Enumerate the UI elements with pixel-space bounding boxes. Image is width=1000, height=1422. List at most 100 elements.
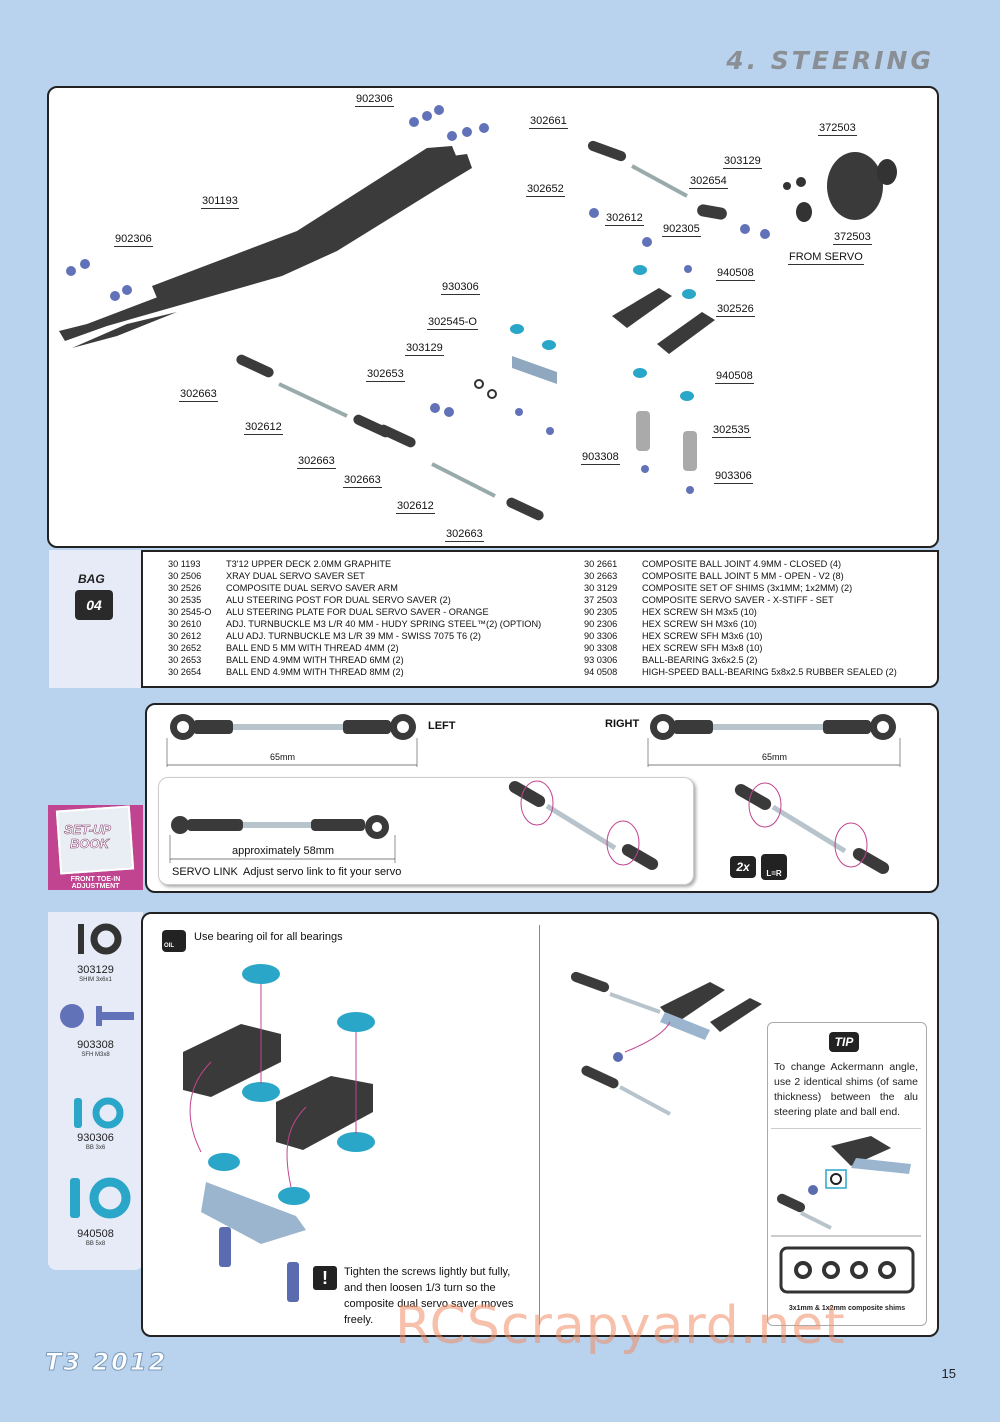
page-number: 15 <box>941 1366 956 1381</box>
steering-assembly-drawing <box>570 971 762 1116</box>
part-label: 303129 <box>405 342 444 356</box>
part-label: 302654 <box>689 175 728 189</box>
upper-deck-graphic <box>59 146 472 348</box>
part-label: 902306 <box>114 233 153 247</box>
part-label: 302612 <box>244 421 283 435</box>
parts-list-panel <box>141 550 939 688</box>
shim-icon <box>78 923 122 955</box>
part-label: 302545-O <box>427 316 478 330</box>
top-linkage-graphic <box>587 140 897 247</box>
footer-logo: T3 2012 <box>44 1348 168 1377</box>
part-label: 302526 <box>716 303 755 317</box>
servo-link-title: SERVO LINK <box>172 866 238 878</box>
part-label: 302663 <box>445 528 484 542</box>
sidebar-desc: SHIM 3x6x1 <box>79 977 112 983</box>
part-label: 302653 <box>366 368 405 382</box>
part-label: 302535 <box>712 424 751 438</box>
oil-badge-text: OIL <box>164 943 174 949</box>
part-label: 302612 <box>396 500 435 514</box>
warning-icon: ! <box>313 1266 337 1290</box>
servo-link-subpanel <box>158 777 694 885</box>
linkage-drawing <box>166 714 901 874</box>
exploded-view-drawing <box>59 105 897 521</box>
servo-arm-left <box>183 1024 281 1097</box>
lower-linkage-graphic <box>236 354 544 521</box>
sidebar-desc: BB 5x8 <box>85 1241 106 1247</box>
lr-badge: L=R <box>761 854 787 880</box>
servo-link-note: Adjust servo link to fit your servo <box>243 866 402 878</box>
setup-book-caption: FRONT TOE-IN ADJUSTMENT <box>70 876 121 890</box>
steering-plate-graphic <box>430 324 557 435</box>
part-label: 302652 <box>526 183 565 197</box>
servo-saver-assembly-drawing <box>183 964 375 1302</box>
steering-plate <box>201 1182 306 1244</box>
setup-book-line2: BOOK <box>70 836 110 852</box>
part-label: 930306 <box>441 281 480 295</box>
tip-text: To change Ackermann angle, use 2 identic… <box>774 1061 918 1118</box>
sidebar-code: 930306 <box>77 1132 114 1144</box>
part-label: 302663 <box>297 455 336 469</box>
warning-text: Tighten the screws lightly but fully, an… <box>344 1266 514 1326</box>
servo-arm-right <box>276 1076 373 1150</box>
bearing-small-icon <box>74 1097 124 1129</box>
watermark: RCScrapyard.net <box>395 1296 846 1356</box>
right-link-label: RIGHT <box>605 718 640 730</box>
part-label: 372503 <box>833 231 872 245</box>
part-label: 903306 <box>714 470 753 484</box>
right-link-length: 65mm <box>762 752 788 762</box>
part-label: 940508 <box>716 267 755 281</box>
panel-divider <box>539 925 540 1325</box>
left-turnbuckle-graphic <box>166 714 418 767</box>
toe-adjust-graphic-1 <box>508 780 659 870</box>
servo-link-length: approximately 58mm <box>232 845 335 857</box>
sidebar-drawing <box>60 923 134 1219</box>
oil-icon <box>162 930 186 952</box>
shims-caption: 3x1mm & 1x2mm composite shims <box>788 1305 906 1312</box>
bearing-large-icon <box>70 1177 131 1219</box>
exploded-view-panel <box>47 86 939 548</box>
part-label: 301193 <box>201 195 239 209</box>
part-label: 303129 <box>723 155 762 169</box>
tip-box <box>767 1022 927 1326</box>
part-label: FROM SERVO <box>788 251 864 265</box>
bag-number: 04 <box>75 590 113 620</box>
right-turnbuckle-graphic <box>647 714 901 767</box>
sidebar-desc: SFH M3x8 <box>81 1052 110 1058</box>
sidebar-code: 940508 <box>77 1228 114 1240</box>
quantity-badge: 2x <box>730 856 756 878</box>
tip-drawing <box>771 1128 921 1294</box>
part-label: 902305 <box>662 223 701 237</box>
toe-adjust-graphic-2 <box>734 782 890 874</box>
screws-902306-top <box>66 105 489 301</box>
part-label: 302663 <box>343 474 382 488</box>
screw-icon <box>60 1004 134 1028</box>
section-title: 4. STEERING <box>726 46 934 75</box>
bag-word: BAG <box>78 572 105 586</box>
sidebar-desc: BB 3x6 <box>85 1145 106 1151</box>
tip-badge: TIP <box>829 1032 859 1052</box>
part-label: 902306 <box>355 93 394 107</box>
oil-note: Use bearing oil for all bearings <box>194 931 343 943</box>
sidebar-code: 303129 <box>77 964 114 976</box>
left-link-label: LEFT <box>428 720 456 732</box>
left-link-length: 65mm <box>270 752 296 762</box>
